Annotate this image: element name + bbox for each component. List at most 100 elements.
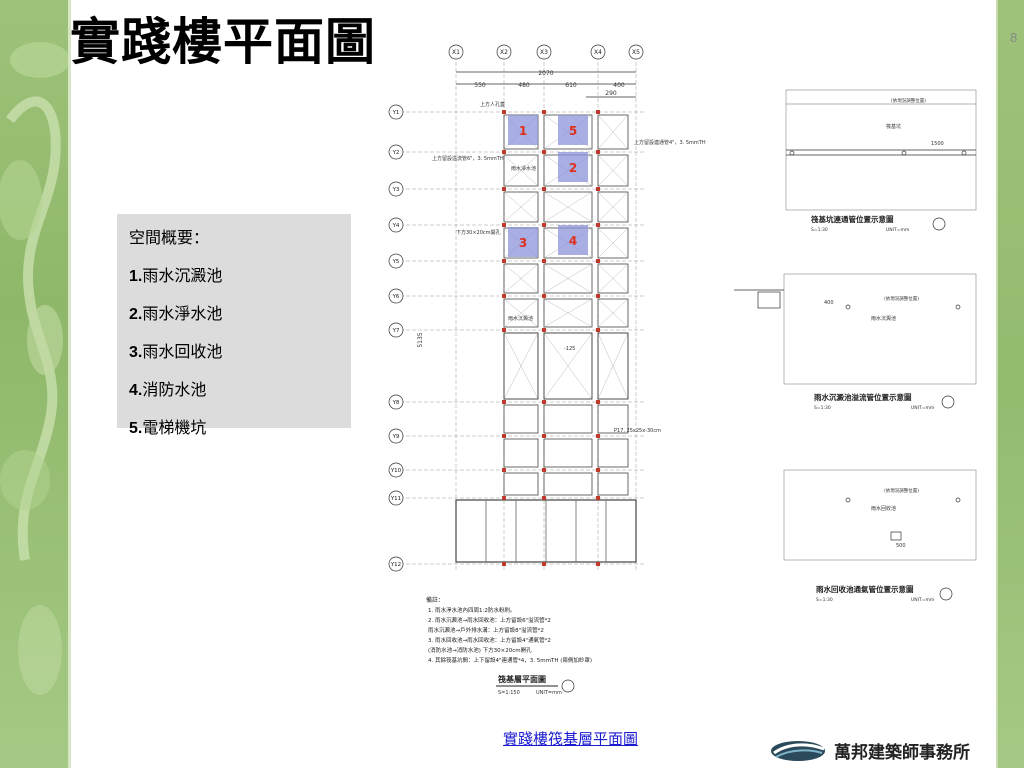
zone-highlight	[558, 225, 588, 255]
column-post	[542, 434, 546, 438]
company-name: 萬邦建築師事務所	[834, 742, 970, 763]
summary-item-number: 5.	[129, 420, 143, 437]
callout-opening: 下方30×20cm開孔	[456, 229, 501, 236]
summary-item: 2.雨水淨水池	[129, 300, 339, 324]
raft-pit	[503, 263, 539, 294]
column-post	[542, 400, 546, 404]
note-line: 4. 其餘筏基坑間：上下留設4"連通管*4，3. 5mmTH (兩側加紗罩)	[428, 656, 592, 664]
grid-row-label: Y6	[392, 294, 400, 300]
column-post	[502, 434, 506, 438]
grid-col-label: X1	[452, 49, 460, 56]
column-post	[502, 110, 506, 114]
grid-bubble	[590, 44, 606, 60]
column-post	[596, 150, 600, 154]
dim-side: 5135	[417, 332, 424, 347]
raft-pit	[597, 191, 629, 223]
grid-bubble	[388, 394, 404, 410]
raft-pit	[543, 263, 593, 294]
right-decorative-panel	[996, 0, 1024, 768]
note-line: (消防水池→消防水池) 下方30×20cm開孔	[428, 646, 532, 654]
left-decorative-panel	[0, 0, 68, 768]
left-divider	[68, 0, 71, 768]
column-post	[596, 328, 600, 332]
grid-col-label: X5	[632, 49, 640, 56]
summary-item: 3.雨水回收池	[129, 338, 339, 362]
detail-1-symbol-icon	[932, 217, 946, 231]
grid-bubble	[388, 253, 404, 269]
dim-total: 2070	[538, 70, 553, 77]
zone-number: 4	[569, 234, 577, 248]
raft-pit	[597, 438, 629, 468]
detail-3-symbol-icon	[939, 587, 953, 601]
grid-bubble	[388, 288, 404, 304]
column-post	[596, 496, 600, 500]
dim-610: 610	[565, 82, 577, 89]
detail-1-pos: (依現況調整位置)	[891, 97, 926, 104]
summary-item: 5.電梯機坑	[129, 414, 339, 438]
grid-row-label: Y9	[392, 434, 400, 440]
grid-bubble	[388, 556, 404, 572]
pit-cross	[597, 332, 629, 400]
zone-highlight	[558, 152, 588, 182]
column-post	[596, 187, 600, 191]
detail-2-unit: UNIT=mm	[911, 405, 934, 411]
zone-number: 5	[569, 124, 577, 138]
detail-2-label: 雨水沉澱池	[871, 315, 896, 322]
pit-cross	[597, 298, 629, 328]
grid-col-label: X3	[540, 49, 548, 56]
raft-pit	[543, 191, 593, 223]
grid-bubble	[536, 44, 552, 60]
summary-item-text: 雨水回收池	[142, 342, 223, 361]
plan-scale: S=1:150	[498, 690, 520, 696]
detail-3-title: 雨水回收池通氣管位置示意圖	[816, 584, 914, 594]
callout-level: -125	[564, 346, 575, 352]
column-post	[542, 187, 546, 191]
raft-pit	[503, 298, 539, 328]
raft-pit	[597, 114, 629, 150]
column-post	[542, 294, 546, 298]
callout-basin: 雨水淨水池	[511, 165, 536, 172]
pit-cross	[597, 114, 629, 150]
column-post	[502, 187, 506, 191]
callout-pit: P17, 25x25x-30cm	[614, 428, 661, 434]
raft-pit	[597, 404, 629, 434]
dim-550: 550	[474, 82, 486, 89]
callout-manhole: 上方人孔蓋	[480, 101, 505, 108]
column-post	[502, 562, 506, 566]
raft-pit	[597, 154, 629, 187]
dim-400: 400	[613, 82, 625, 89]
column-post	[502, 150, 506, 154]
summary-item-number: 1.	[129, 268, 143, 285]
column-post	[542, 223, 546, 227]
grid-bubble	[388, 322, 404, 338]
grid-bubble	[388, 490, 404, 506]
summary-item-number: 2.	[129, 306, 143, 323]
grid-bubble	[448, 44, 464, 60]
note-line: 3. 雨水回收池→雨水回收池：上方留設4"通氣管*2	[428, 636, 551, 644]
dim-290: 290	[605, 90, 617, 97]
plan-caption-link[interactable]: 實踐樓筏基層平面圖	[503, 730, 639, 748]
pit-cross	[503, 298, 539, 328]
summary-item: 4.消防水池	[129, 376, 339, 400]
zone-number: 3	[519, 236, 527, 250]
north-arrow-icon	[561, 679, 575, 693]
detail-3-dim: 500	[896, 543, 906, 549]
dim-480: 480	[518, 82, 530, 89]
column-post	[542, 110, 546, 114]
detail-2-scale: S=1:30	[814, 405, 831, 411]
callout-pipe-6: 上方留設溢流管6"，3. 5mmTH	[432, 155, 504, 162]
pit-cross	[503, 154, 539, 187]
grid-bubble	[496, 44, 512, 60]
raft-pit	[503, 404, 539, 434]
plan-title: 筏基層平面圖	[498, 674, 546, 684]
grid-bubble	[628, 44, 644, 60]
grid-bubble	[388, 104, 404, 120]
callout-pipe-4: 上方留設連通管4"，3. 5mmTH	[634, 139, 706, 146]
detail-1-label: 筏基坑	[886, 123, 901, 130]
summary-item: 1.雨水沉澱池	[129, 262, 339, 286]
raft-pit	[503, 154, 539, 187]
column-post	[542, 562, 546, 566]
pit-cross	[597, 191, 629, 223]
raft-pit	[597, 298, 629, 328]
zone-highlight	[508, 227, 538, 257]
